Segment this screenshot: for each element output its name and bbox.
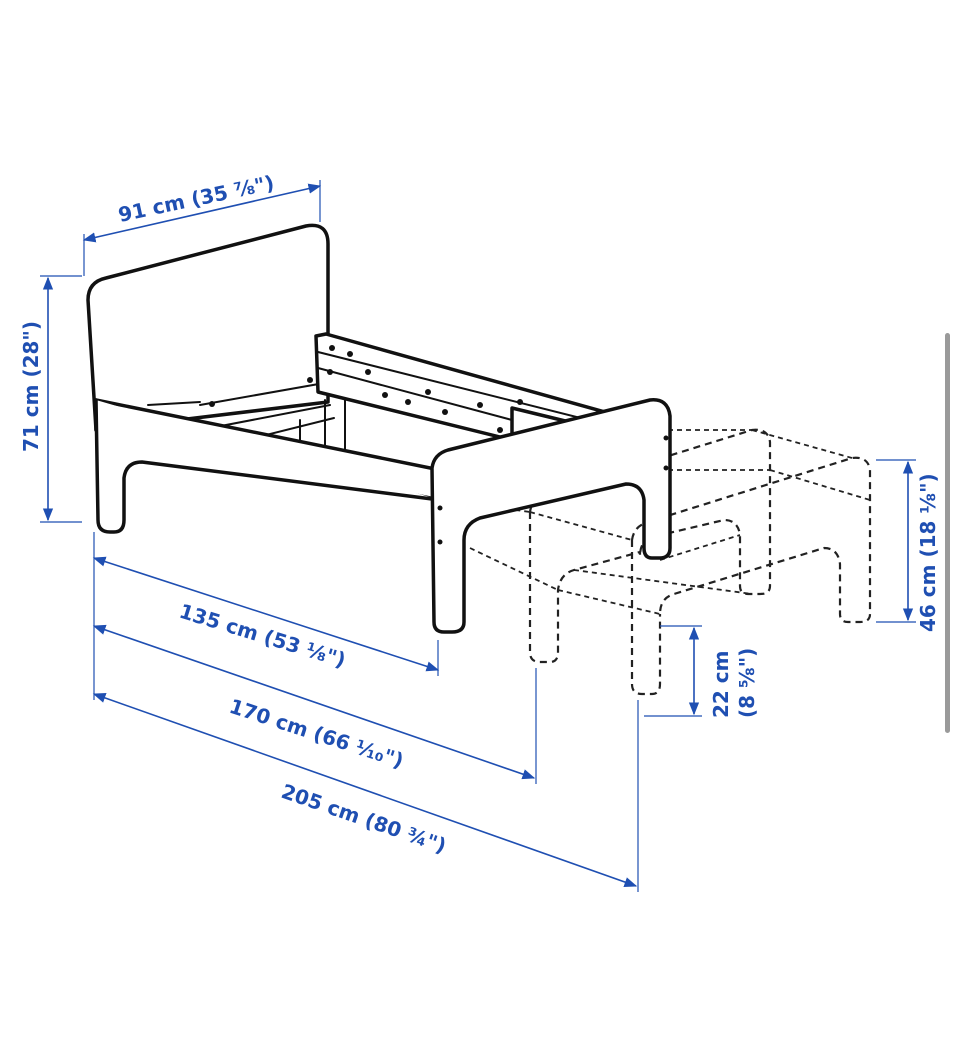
dimension-lines [40,180,916,892]
vertical-scrollbar[interactable] [945,333,950,733]
width-dim-line [82,183,322,243]
foot-end-panel [430,398,672,634]
rail-holes [209,345,523,433]
clearance-cm-label: 22 cm [709,651,733,719]
clearance-in-label: (8 ⅝") [735,648,759,718]
extension-rail-base [573,534,753,595]
length-short-label: 135 cm (53 ⅛") [177,599,349,672]
height-label: 71 cm (28") [19,321,43,452]
length-long-dim-line [92,693,638,887]
inner-rail [147,381,441,476]
extension-panel-far [630,456,872,696]
headboard [86,223,330,432]
length-short-dim-line [92,556,440,672]
bed-frame [86,223,672,634]
length-mid-label: 170 cm (66 ⅒") [226,694,406,773]
side-height-label: 46 cm (18 ⅛") [916,473,940,632]
extension-rail-low [469,469,871,615]
head-end-panel [94,398,442,534]
length-long-label: 205 cm (80 ¾") [278,779,449,858]
width-label: 91 cm (35 ⅞") [116,170,276,226]
